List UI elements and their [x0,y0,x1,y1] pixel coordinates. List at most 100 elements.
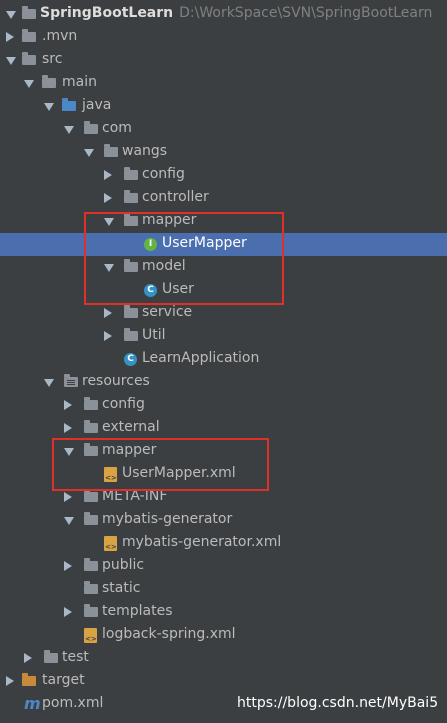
collapse-arrow-icon[interactable] [64,448,74,456]
tree-row-mybatis-generator-xml[interactable]: mybatis-generator.xml [0,532,447,555]
expand-arrow-icon[interactable] [104,331,112,341]
tree-row-logback[interactable]: logback-spring.xml [0,624,447,647]
folder-icon [84,558,98,571]
tree-row-mvn[interactable]: .mvn [0,26,447,49]
tree-row-service[interactable]: service [0,302,447,325]
source-folder-icon [62,98,76,111]
package-icon [124,305,138,318]
expand-arrow-icon[interactable] [6,32,14,42]
tree-row-user-mapper[interactable]: I UserMapper [0,233,447,256]
collapse-arrow-icon[interactable] [6,57,16,65]
collapse-arrow-icon[interactable] [44,379,54,387]
collapse-arrow-icon[interactable] [44,103,54,111]
tree-row-controller[interactable]: controller [0,187,447,210]
tree-label: main [62,74,97,90]
expand-arrow-icon[interactable] [24,653,32,663]
resources-folder-icon [64,374,78,387]
tree-row-static[interactable]: static [0,578,447,601]
tree-row-res-external[interactable]: external [0,417,447,440]
tree-label: public [102,557,145,573]
expand-arrow-icon[interactable] [104,308,112,318]
xml-file-icon [84,628,97,643]
tree-row-test[interactable]: test [0,647,447,670]
expand-arrow-icon[interactable] [104,193,112,203]
tree-label: templates [102,603,173,619]
tree-row-com[interactable]: com [0,118,447,141]
tree-label: java [82,97,112,113]
folder-icon [84,420,98,433]
tree-label: controller [142,189,209,205]
tree-label: User [162,281,194,297]
tree-row-util[interactable]: Util [0,325,447,348]
folder-icon [84,512,98,525]
tree-row-java[interactable]: java [0,95,447,118]
tree-label: .mvn [42,28,78,44]
tree-row-user-mapper-xml[interactable]: UserMapper.xml [0,463,447,486]
tree-row-mapper[interactable]: mapper [0,210,447,233]
folder-icon [22,52,36,65]
tree-label: service [142,304,193,320]
tree-row-main[interactable]: main [0,72,447,95]
expand-arrow-icon[interactable] [64,400,72,410]
package-icon [124,259,138,272]
tree-row-pom[interactable]: m pom.xml [0,693,447,716]
project-name: SpringBootLearn [40,5,174,21]
collapse-arrow-icon[interactable] [6,11,16,19]
tree-label: model [142,258,186,274]
tree-row-learn-application[interactable]: C LearnApplication [0,348,447,371]
xml-file-icon [104,536,117,551]
tree-label: Util [142,327,166,343]
tree-row-resources[interactable]: resources [0,371,447,394]
tree-label: target [42,672,85,688]
expand-arrow-icon[interactable] [104,170,112,180]
tree-label: com [102,120,132,136]
tree-label: resources [82,373,150,389]
maven-icon: m [24,694,41,713]
project-path: D:\WorkSpace\SVN\SpringBootLearn [179,5,433,21]
tree-row-res-config[interactable]: config [0,394,447,417]
collapse-arrow-icon[interactable] [24,80,34,88]
interface-icon: I [144,238,157,251]
tree-row-wangs[interactable]: wangs [0,141,447,164]
collapse-arrow-icon[interactable] [104,218,114,226]
tree-row-res-mapper[interactable]: mapper [0,440,447,463]
expand-arrow-icon[interactable] [64,607,72,617]
tree-label: test [62,649,89,665]
expand-arrow-icon[interactable] [64,561,72,571]
collapse-arrow-icon[interactable] [84,149,94,157]
tree-label: pom.xml [42,695,104,711]
tree-row-model[interactable]: model [0,256,447,279]
expand-arrow-icon[interactable] [64,423,72,433]
highlight-box-java-packages [84,212,284,305]
tree-row-mybatis-generator[interactable]: mybatis-generator [0,509,447,532]
expand-arrow-icon[interactable] [6,676,14,686]
tree-label: META-INF [102,488,168,504]
tree-label: UserMapper.xml [122,465,236,481]
collapse-arrow-icon[interactable] [104,264,114,272]
tree-label: static [102,580,141,596]
folder-icon [84,397,98,410]
tree-row-config[interactable]: config [0,164,447,187]
expand-arrow-icon[interactable] [64,492,72,502]
folder-icon [42,75,56,88]
tree-row-src[interactable]: src [0,49,447,72]
folder-icon [84,443,98,456]
highlight-box-resources-mapper [52,438,269,491]
tree-label: logback-spring.xml [102,626,236,642]
watermark-text: https://blog.csdn.net/MyBai5 [237,695,439,711]
collapse-arrow-icon[interactable] [64,126,74,134]
tree-row-target[interactable]: target [0,670,447,693]
tree-row-user[interactable]: C User [0,279,447,302]
tree-label: mapper [142,212,197,228]
tree-row-project[interactable]: SpringBootLearn D:\WorkSpace\SVN\SpringBo… [0,3,447,26]
package-icon [104,144,118,157]
folder-icon [84,604,98,617]
package-icon [124,167,138,180]
folder-icon [84,489,98,502]
tree-label: external [102,419,160,435]
collapse-arrow-icon[interactable] [64,517,74,525]
tree-row-templates[interactable]: templates [0,601,447,624]
tree-row-public[interactable]: public [0,555,447,578]
folder-icon [84,581,98,594]
folder-icon [44,650,58,663]
